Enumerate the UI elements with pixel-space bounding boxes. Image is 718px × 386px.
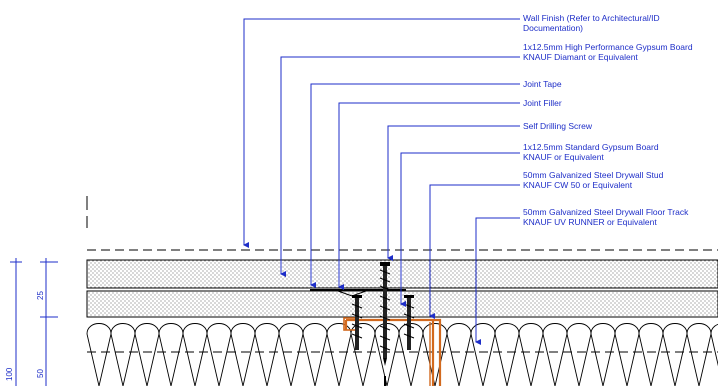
insulation-wave (326, 323, 352, 386)
callout-joint-filler-line1: Joint Filler (523, 98, 562, 108)
callout-high-performance-board-line1: 1x12.5mm High Performance Gypsum Board (523, 42, 693, 52)
insulation-wave (614, 323, 640, 386)
insulation-wave (254, 323, 280, 386)
insulation-wave (686, 323, 712, 386)
callout-joint-filler: Joint Filler (523, 98, 562, 108)
insulation-wave (518, 323, 544, 386)
callout-floor-track-line1: 50mm Galvanized Steel Drywall Floor Trac… (523, 207, 689, 217)
callout-leaders (243, 18, 520, 345)
insulation-wave (350, 323, 376, 386)
self-drilling-screw (351, 262, 415, 386)
insulation-wave (230, 323, 256, 386)
dimension-total: 100 (5, 367, 14, 381)
callout-standard-board-line1: 1x12.5mm Standard Gypsum Board (523, 142, 659, 152)
insulation-wave (446, 323, 472, 386)
callout-drywall-stud-line2: KNAUF CW 50 or Equivalent (523, 180, 633, 190)
insulation-wave (182, 323, 208, 386)
insulation-wave (302, 323, 328, 386)
insulation-wave (542, 323, 568, 386)
insulation-wave (278, 323, 304, 386)
dimension-lines (10, 258, 58, 386)
steel-drywall-stud (343, 317, 442, 386)
joint-tape (310, 289, 406, 291)
callout-self-drilling-screw-line1: Self Drilling Screw (523, 121, 592, 131)
insulation-wave (206, 323, 232, 386)
insulation-wave (590, 323, 616, 386)
callout-self-drilling-screw: Self Drilling Screw (523, 121, 592, 131)
callout-wall-finish-line2: Documentation) (523, 23, 584, 33)
callout-high-performance-board-line2: KNAUF Diamant or Equivalent (523, 52, 638, 62)
insulation-wave (662, 323, 688, 386)
insulation-wave (86, 323, 112, 386)
callout-wall-finish: Wall Finish (Refer to Architectural/ID D… (523, 13, 660, 33)
dimension-lower: 50 (36, 369, 45, 378)
callout-joint-tape-line1: Joint Tape (523, 79, 562, 89)
insulation-wave (710, 323, 718, 367)
callout-standard-board: 1x12.5mm Standard Gypsum Board KNAUF or … (523, 142, 659, 162)
insulation-wave (422, 323, 448, 386)
standard-gypsum-board (86, 290, 718, 318)
insulation-wave (494, 323, 520, 386)
callout-wall-finish-line1: Wall Finish (Refer to Architectural/ID (523, 13, 660, 23)
insulation-pattern (86, 323, 718, 386)
insulation-wave (638, 323, 664, 386)
insulation-wave (158, 323, 184, 386)
callout-drywall-stud-line1: 50mm Galvanized Steel Drywall Stud (523, 170, 664, 180)
insulation-wave (566, 323, 592, 386)
high-performance-gypsum-board (86, 259, 718, 289)
dimension-upper: 25 (36, 291, 45, 300)
insulation-wave (110, 323, 136, 386)
callout-standard-board-line2: KNAUF or Equivalent (523, 152, 604, 162)
callout-floor-track-line2: KNAUF UV RUNNER or Equivalent (523, 217, 657, 227)
callout-joint-tape: Joint Tape (523, 79, 562, 89)
callout-drywall-stud: 50mm Galvanized Steel Drywall Stud KNAUF… (523, 170, 663, 190)
insulation-wave (470, 323, 496, 386)
insulation-wave (134, 323, 160, 386)
callout-high-performance-board: 1x12.5mm High Performance Gypsum Board K… (523, 42, 693, 62)
callout-floor-track: 50mm Galvanized Steel Drywall Floor Trac… (523, 207, 688, 227)
